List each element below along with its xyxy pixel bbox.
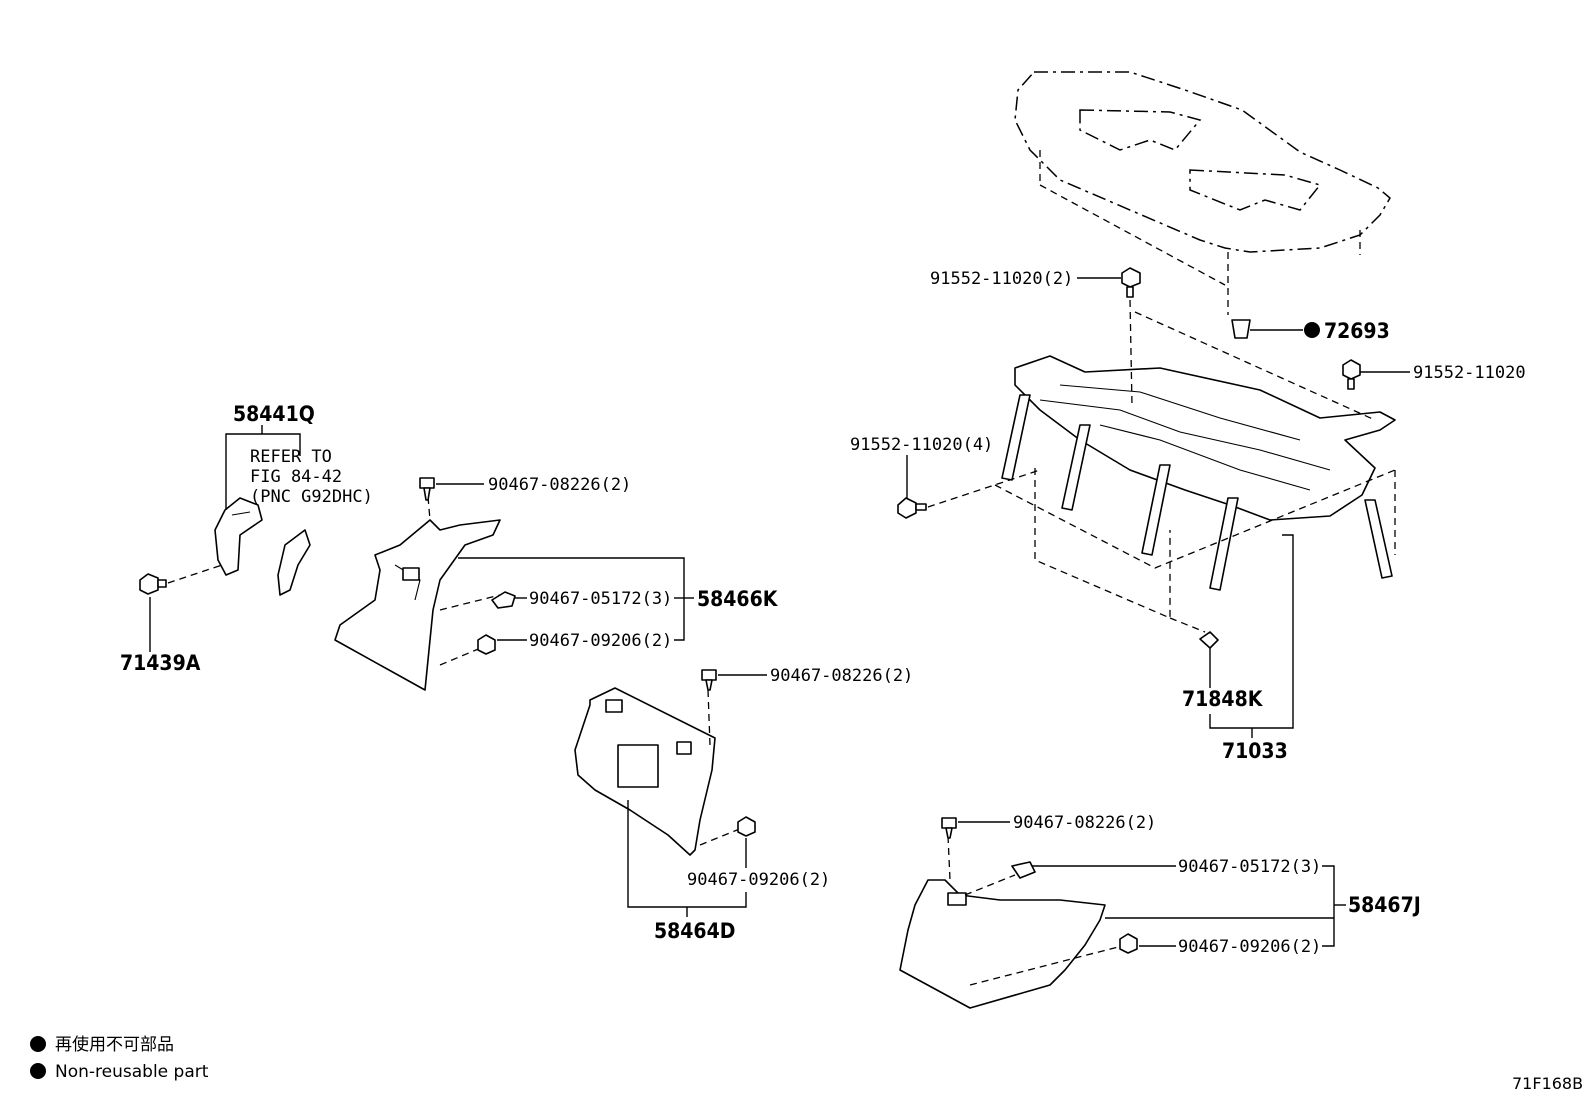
clip-72693 xyxy=(1231,319,1251,339)
label-71033: 71033 xyxy=(1222,739,1288,763)
clip-90467-09206-a xyxy=(477,634,496,655)
label-90467-05172-a: 90467-05172(3) xyxy=(529,589,672,609)
label-90467-09206-b: 90467-09206(2) xyxy=(687,870,830,890)
label-58467j: 58467J xyxy=(1348,893,1421,917)
panel-58467j xyxy=(899,835,1123,1009)
label-58441q: 58441Q xyxy=(233,402,315,426)
clip-90467-09206-c xyxy=(1119,933,1138,954)
panel-58466k xyxy=(334,484,501,691)
legend-text-jp: 再使用不可部品 xyxy=(55,1034,174,1055)
non-reusable-marker xyxy=(1304,322,1320,338)
figure-code: 71F168B xyxy=(1512,1074,1583,1093)
label-refer-pnc: (PNC G92DHC) xyxy=(250,487,373,507)
bolt-91552-11020-top xyxy=(1121,267,1376,421)
label-90467-05172-c: 90467-05172(3) xyxy=(1178,857,1321,877)
label-91552-11020-2: 91552-11020(2) xyxy=(930,269,1073,289)
label-refer-to: REFER TO xyxy=(250,447,332,467)
bolt-91552-11020-right xyxy=(1342,359,1361,390)
label-58466k: 58466K xyxy=(697,587,779,611)
label-72693: 72693 xyxy=(1324,319,1390,343)
panel-58464d xyxy=(574,687,743,856)
clip-90467-05172-c xyxy=(1011,861,1036,879)
clip-90467-05172-a xyxy=(491,591,516,609)
label-71439a: 71439A xyxy=(120,651,201,675)
clip-71848k xyxy=(1199,631,1219,649)
label-58464d: 58464D xyxy=(654,919,735,943)
seat-cushion-outline xyxy=(1014,71,1391,315)
bolt-91552-11020-left xyxy=(897,469,1041,519)
seat-frame-71033 xyxy=(994,355,1396,633)
clip-90467-08226-a xyxy=(419,477,435,501)
clip-90467-08226-b xyxy=(701,669,717,691)
part-labels: 58441Q REFER TO FIG 84-42 (PNC G92DHC) 7… xyxy=(120,269,1526,957)
legend: 再使用不可部品 Non-reusable part xyxy=(30,1034,209,1082)
clip-90467-09206-b xyxy=(737,816,756,837)
label-90467-08226-b: 90467-08226(2) xyxy=(770,666,913,686)
bracket-58441q xyxy=(214,497,311,596)
bolt-71439a xyxy=(139,564,223,595)
label-refer-fig: FIG 84-42 xyxy=(250,467,342,487)
leader-lines xyxy=(149,277,1410,947)
label-90467-08226-c: 90467-08226(2) xyxy=(1013,813,1156,833)
legend-marker-en xyxy=(30,1063,46,1079)
legend-marker-jp xyxy=(30,1036,46,1052)
label-90467-09206-a: 90467-09206(2) xyxy=(529,631,672,651)
legend-text-en: Non-reusable part xyxy=(55,1062,209,1082)
label-90467-08226-a: 90467-08226(2) xyxy=(488,475,631,495)
label-90467-09206-c: 90467-09206(2) xyxy=(1178,937,1321,957)
label-91552-11020: 91552-11020 xyxy=(1413,363,1526,383)
label-91552-11020-4: 91552-11020(4) xyxy=(850,435,993,455)
clip-90467-08226-c xyxy=(941,817,957,839)
label-71848k: 71848K xyxy=(1182,687,1264,711)
